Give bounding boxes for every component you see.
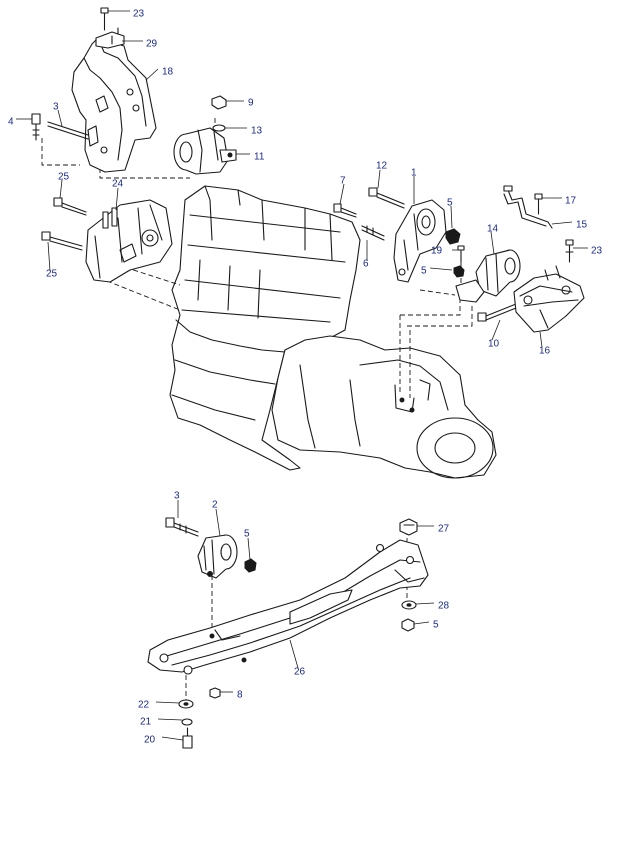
part-28-washer — [401, 600, 417, 610]
callout-c6: 6 — [363, 259, 369, 270]
part-15-bracket — [503, 185, 553, 229]
part-5-nut-upper — [445, 228, 461, 245]
engine-transaxle-assembly — [169, 185, 497, 479]
part-5-nut-lower-right — [401, 618, 415, 632]
part-3-bolt-lower — [165, 517, 199, 537]
part-1-mount — [393, 199, 447, 283]
callout-leaders — [16, 10, 588, 741]
part-10-bolt — [477, 303, 517, 322]
callout-c5b: 5 — [421, 266, 427, 277]
part-23-bolt-top — [100, 7, 109, 31]
callout-c15: 15 — [576, 220, 588, 231]
part-5-nut-lower-left — [244, 558, 257, 573]
callout-c13: 13 — [251, 126, 263, 137]
part-25-bolt-lower — [41, 231, 83, 251]
part-19-bolt — [457, 245, 465, 263]
callout-c14: 14 — [487, 224, 499, 235]
callout-c19: 19 — [431, 246, 443, 257]
part-25-bolt-upper — [53, 197, 87, 216]
part-27-nut — [399, 518, 418, 536]
part-23-bolt-right — [565, 239, 574, 263]
callout-c5d: 5 — [433, 620, 439, 631]
callout-c18: 18 — [162, 67, 174, 78]
callout-c20: 20 — [144, 735, 156, 746]
callout-c3b: 3 — [174, 491, 180, 502]
part-12-bolt — [368, 187, 405, 209]
part-22-washer — [178, 699, 194, 709]
part-8-nut — [209, 687, 221, 699]
callout-c16: 16 — [539, 346, 551, 357]
callout-c24: 24 — [112, 179, 124, 190]
part-11-mount — [173, 127, 237, 175]
part-29-bracket — [95, 27, 125, 49]
callout-c17: 17 — [565, 196, 577, 207]
callout-c8: 8 — [237, 690, 243, 701]
callout-c5a: 5 — [447, 198, 453, 209]
callout-c5c: 5 — [244, 529, 250, 540]
callout-c1: 1 — [411, 168, 417, 179]
callout-c7: 7 — [340, 176, 346, 187]
part-24-mount — [85, 199, 173, 283]
callout-c23b: 23 — [591, 246, 603, 257]
callout-c29: 29 — [146, 39, 158, 50]
part-3-stud-upper — [47, 121, 89, 140]
callout-c28: 28 — [438, 601, 450, 612]
callout-c22: 22 — [138, 700, 150, 711]
callout-c25b: 25 — [46, 269, 58, 280]
part-5-nut-mid — [453, 265, 465, 278]
callout-c3a: 3 — [53, 102, 59, 113]
callout-c2: 2 — [212, 500, 218, 511]
callout-c25a: 25 — [58, 172, 70, 183]
callout-c23a: 23 — [133, 9, 145, 20]
part-14-mount — [455, 249, 521, 303]
part-20-bolt — [182, 727, 193, 749]
part-17-bolt — [534, 193, 543, 215]
part-6-stud — [361, 225, 385, 241]
part-21-washer — [181, 718, 193, 726]
callout-c10: 10 — [488, 339, 500, 350]
part-16-bracket — [513, 265, 585, 333]
callout-c4: 4 — [8, 117, 14, 128]
part-13-washer — [212, 124, 226, 132]
part-2-mount — [197, 534, 238, 579]
callout-c21: 21 — [140, 717, 152, 728]
part-7-bolt — [333, 203, 357, 218]
callout-c12: 12 — [376, 161, 388, 172]
callout-c26: 26 — [294, 667, 306, 678]
callout-c9: 9 — [248, 98, 254, 109]
part-9-nut — [211, 95, 227, 110]
callout-c11: 11 — [254, 152, 265, 163]
callout-c27: 27 — [438, 524, 450, 535]
part-4-bolt — [31, 113, 41, 141]
part-26-crossmember — [147, 539, 429, 675]
part-18-bracket — [71, 37, 157, 173]
